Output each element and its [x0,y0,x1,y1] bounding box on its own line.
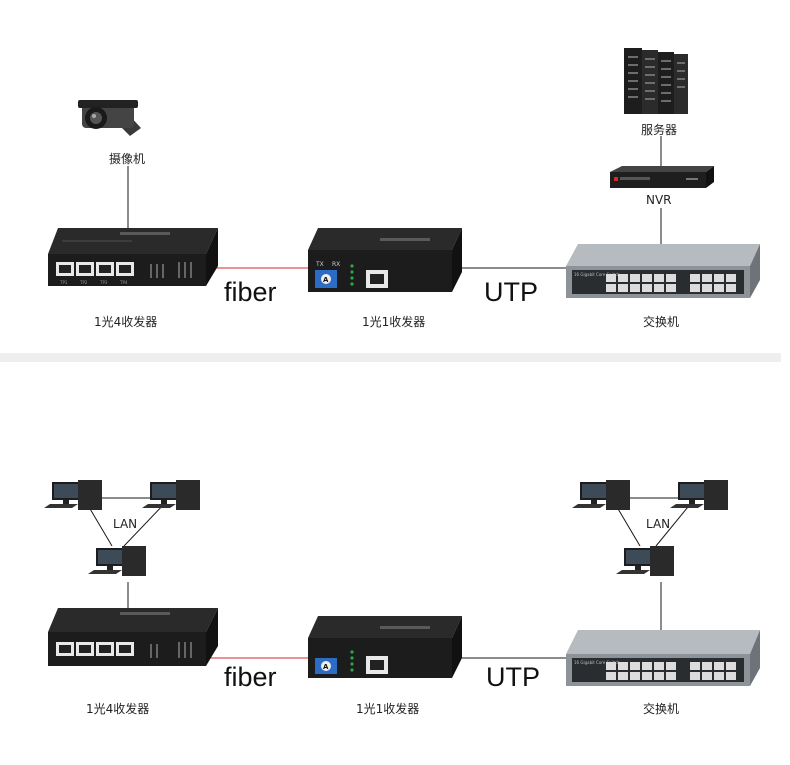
switch-model-bottom: 16 Gigabit Core Switch [574,660,620,665]
switch-model-top: 16 Gigabit Core Switch [574,272,620,277]
media-converter-4port-bottom [48,608,218,666]
switch-label: 交换机 [643,315,680,329]
fiber-port-mark-bottom: A [323,663,329,671]
lan-left-line-b [123,501,167,547]
lan-right-line-b [655,501,693,547]
media-converter-4port-top: TP1 TP2 TP3 TP4 [48,228,218,286]
section-divider [0,353,781,362]
media-converter-1port-top: A TX RX [308,228,462,292]
media-converter-4port-label-bottom: 1光4收发器 [86,702,150,716]
bottom-links: A 16 Gigabit Core Switch [44,480,760,686]
port-label-tp3: TP3 [99,280,108,285]
switch-top: 16 Gigabit Core Switch [566,244,760,298]
media-converter-1port-label-bottom: 1光1收发器 [356,702,420,716]
computer-icon [44,480,102,510]
media-converter-1port-label: 1光1收发器 [362,315,426,329]
tx-label-top: TX [315,261,324,268]
computer-icon [88,546,146,576]
port-label-tp4: TP4 [119,280,128,285]
lan-left-label: LAN [113,517,138,531]
computer-icon [142,480,200,510]
port-label-tp1: TP1 [59,280,68,285]
computer-icon [670,480,728,510]
media-converter-4port-label: 1光4收发器 [94,315,158,329]
utp-label: UTP [484,277,538,307]
server-label: 服务器 [641,123,678,137]
lan-right-label: LAN [646,517,671,531]
top-diagram: TP1 TP2 TP3 TP4 A TX RX [0,0,790,352]
rx-label-top: RX [332,261,340,268]
nvr-icon [610,166,714,188]
bottom-diagram: A 16 Gigabit Core Switch [0,362,790,765]
fiber-label: fiber [224,277,277,307]
fiber-label-bottom: fiber [224,662,277,692]
computer-icon [572,480,630,510]
camera-icon [78,100,141,136]
server-icon [624,48,688,114]
port-label-tp2: TP2 [79,280,88,285]
utp-label-bottom: UTP [486,662,540,692]
computer-icon [616,546,674,576]
switch-bottom: 16 Gigabit Core Switch [566,630,760,686]
camera-label: 摄像机 [109,152,146,166]
top-links: TP1 TP2 TP3 TP4 A TX RX [48,48,760,298]
fiber-port-mark-top: A [323,276,329,284]
switch-label-bottom: 交换机 [643,702,680,716]
nvr-label: NVR [646,193,672,207]
media-converter-1port-bottom: A [308,616,462,678]
